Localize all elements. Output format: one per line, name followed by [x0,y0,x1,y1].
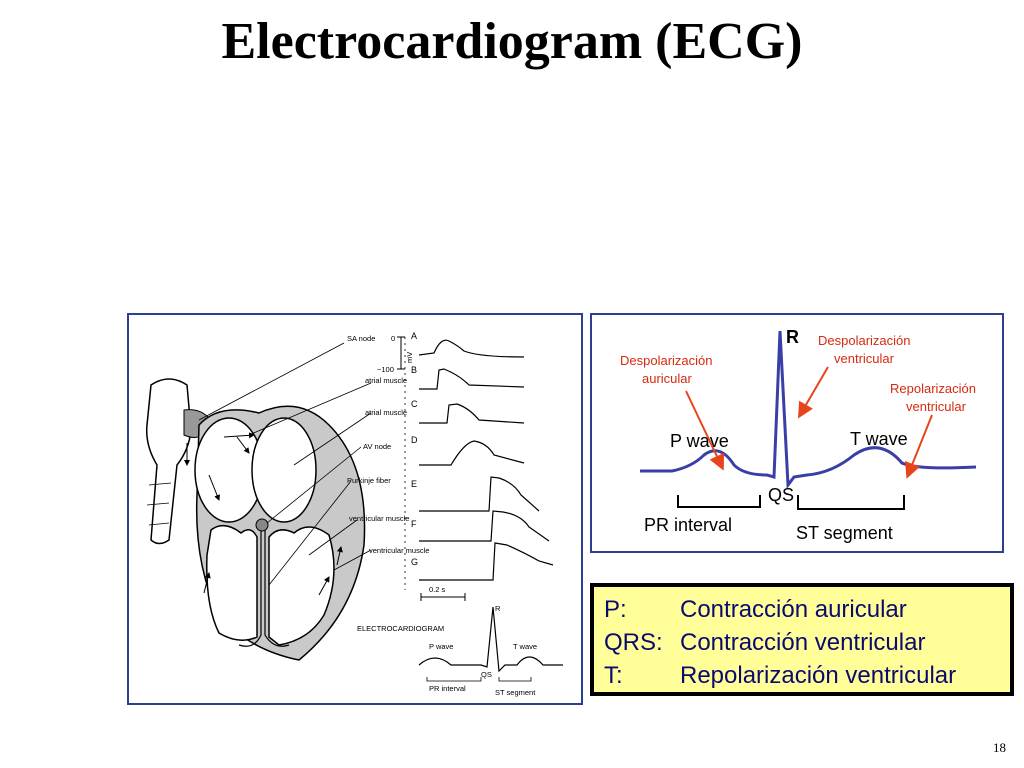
label-sa-node: SA node [347,334,375,343]
trace-c [419,403,525,424]
av-node-shape [255,518,269,532]
legend-row-p: P: Contracción auricular [604,593,1010,626]
legend-desc: Contracción ventricular [680,629,926,656]
ecg-legend-box: P: Contracción auricular QRS: Contracción … [590,583,1014,696]
annotation-repol-ventricular-2: ventricular [906,399,967,414]
trace-letters: A B C D E F G [411,331,418,567]
mini-ecg-t-wave: T wave [513,642,537,651]
right-atrium [251,417,317,523]
ecg-trace [640,330,977,490]
ecg-p-wave-label: P wave [670,431,729,451]
trace-d [419,440,525,466]
label-ventricular-muscle-2: ventricular muscle [369,546,429,555]
annotation-depol-ventricular-2: ventricular [834,351,895,366]
mini-ecg-qs: QS [481,670,492,679]
legend-term: QRS: [604,629,663,656]
heart-conduction-panel: SA node atrial muscle atrial muscle AV n… [127,313,583,705]
right-ventricle [268,526,335,646]
scale-unit-label: mV [405,352,414,363]
arrow-depol-ventricular [797,366,829,419]
label-atrial-muscle-1: atrial muscle [365,376,407,385]
heart-diagram: SA node atrial muscle atrial muscle AV n… [145,331,563,697]
annotation-depol-auricular-2: auricular [642,371,693,386]
trace-a [418,339,525,358]
legend-term: P: [604,596,627,623]
trace-e [419,476,540,512]
mini-ecg-st-segment: ST segment [495,688,536,697]
mini-ecg-p-wave: P wave [429,642,453,651]
arrow-depol-auricular [685,390,725,471]
vena-cava-shape [145,378,192,545]
mini-ecg-title: ELECTROCARDIOGRAM [357,624,444,633]
scale-zero-label: 0 [391,334,395,343]
arrow-repol-ventricular [905,414,933,479]
trace-letter-c: C [411,399,418,409]
ecg-r-label: R [786,327,799,347]
page-number: 18 [993,740,1006,755]
ecg-t-wave-label: T wave [850,429,908,449]
label-av-node: AV node [363,442,391,451]
label-purkinje-fiber: Purkinje fiber [347,476,391,485]
mini-ecg-r-label: R [495,604,501,613]
legend-term: T: [604,662,623,689]
mini-ecg-pr-interval: PR interval [429,684,466,693]
trace-letter-b: B [411,365,417,375]
left-ventricle [206,524,258,641]
trace-f [419,510,550,542]
time-scale-label: 0.2 s [429,585,446,594]
trace-letter-g: G [411,557,418,567]
mini-ecg-trace [418,606,563,673]
legend-desc: Repolarización ventricular [680,662,957,689]
legend-row-t: T: Repolarización ventricular [604,659,1010,692]
label-atrial-muscle-2: atrial muscle [365,408,407,417]
trace-b [419,368,525,390]
annotation-depol-ventricular-1: Despolarización [818,333,911,348]
slide-title: Electrocardiogram (ECG) [221,13,803,70]
ecg-waveform-diagram: R QS P wave T wave PR interval ST segmen… [620,327,977,543]
scale-minus100-label: −100 [377,365,394,374]
trace-letter-f: F [411,519,417,529]
ecg-pr-interval-label: PR interval [644,515,732,535]
label-ventricular-muscle-1: ventricular muscle [349,514,409,523]
ecg-waveform-panel: R QS P wave T wave PR interval ST segmen… [590,313,1004,553]
trace-letter-a: A [411,331,417,341]
ecg-st-segment-label: ST segment [796,523,893,543]
trace-letter-e: E [411,479,417,489]
legend-row-qrs: QRS: Contracción ventricular [604,626,1010,659]
ecg-qs-label: QS [768,485,794,505]
annotation-repol-ventricular-1: Repolarización [890,381,976,396]
trace-g [419,542,554,581]
legend-desc: Contracción auricular [680,596,907,623]
trace-letter-d: D [411,435,418,445]
annotation-depol-auricular-1: Despolarización [620,353,713,368]
